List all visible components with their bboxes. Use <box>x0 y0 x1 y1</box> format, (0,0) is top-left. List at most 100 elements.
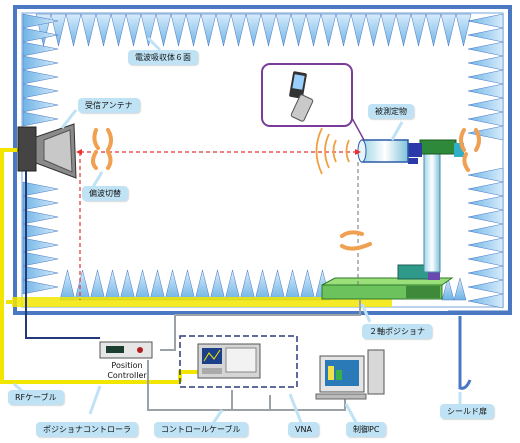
absorber-cone <box>467 195 504 211</box>
absorber-cone <box>80 13 97 47</box>
absorber-cone <box>467 251 504 267</box>
absorber-cone <box>467 111 504 127</box>
absorber-cone <box>467 69 504 85</box>
absorber-cone <box>65 13 82 47</box>
position-controller-label: Position Controller <box>98 361 156 381</box>
absorber-cone <box>467 83 504 99</box>
absorber-cone <box>22 251 59 267</box>
positioner-label: ２軸ポジショナ <box>362 324 432 339</box>
absorber-cone <box>245 13 262 47</box>
shield-door <box>458 316 472 390</box>
absorber-cone <box>125 13 142 47</box>
absorber-cone <box>22 13 59 29</box>
absorber-label: 電波吸収体６面 <box>128 50 198 65</box>
absorber-cone <box>50 13 67 47</box>
absorber-cone <box>350 13 367 47</box>
rotation-arrow-icon <box>91 128 113 170</box>
vna-instrument-icon <box>197 343 261 379</box>
absorber-cone <box>22 209 59 225</box>
vna-label: VNA <box>288 422 319 437</box>
absorber-cone <box>22 279 59 295</box>
absorber-cone <box>441 277 455 301</box>
absorber-cone <box>230 13 247 47</box>
position-controller-line1: Position <box>111 361 143 370</box>
rf-cable-floor-run <box>12 297 392 307</box>
absorber-cone <box>305 13 322 47</box>
absorber-cone <box>170 13 187 47</box>
absorber-cone <box>22 181 59 197</box>
absorber-cone <box>380 13 397 47</box>
absorber-cone <box>22 27 59 43</box>
absorber-cone <box>467 265 504 281</box>
absorbers-bottom <box>59 269 467 301</box>
absorber-cone <box>467 13 504 29</box>
absorber-cone <box>395 13 412 47</box>
mobile-phone-icon <box>289 71 314 122</box>
control-cable <box>147 360 271 411</box>
absorber-cone <box>155 13 172 47</box>
absorber-cone <box>335 13 352 47</box>
desktop-pc-icon <box>315 349 385 400</box>
absorber-cone <box>467 41 504 57</box>
absorber-cone <box>467 97 504 113</box>
absorbers-left <box>22 13 59 295</box>
absorber-cone <box>467 181 504 197</box>
position-controller-line2: Controller <box>107 371 147 380</box>
rotation-arrow-icon <box>340 230 372 251</box>
dut-cylinder <box>361 139 409 163</box>
absorber-cone <box>95 13 112 47</box>
absorber-cone <box>467 293 504 309</box>
absorber-cone <box>22 265 59 281</box>
positioner-mast <box>423 151 441 273</box>
polarization-label: 偏波切替 <box>82 186 128 201</box>
absorber-cone <box>467 279 504 295</box>
shield-door-label: シールド扉 <box>440 404 494 419</box>
absorber-cone <box>110 13 127 47</box>
controller-cable <box>25 160 100 339</box>
mast-head <box>419 139 457 155</box>
absorber-cone <box>467 55 504 71</box>
dut-label: 被測定物 <box>368 104 414 119</box>
absorber-cone <box>22 55 59 71</box>
absorber-cone <box>467 223 504 239</box>
dut-callout <box>261 63 365 141</box>
absorber-cone <box>453 277 467 301</box>
absorber-cone <box>425 13 442 47</box>
absorber-cone <box>320 13 337 47</box>
absorber-cone <box>440 13 457 47</box>
absorbers-right <box>467 13 504 309</box>
absorber-cone <box>22 97 59 113</box>
absorber-cone <box>260 13 277 47</box>
absorber-cone <box>290 13 307 47</box>
absorber-cone <box>467 167 504 183</box>
absorber-cone <box>365 13 382 47</box>
rotation-arrow-icon <box>459 128 481 172</box>
absorber-cone <box>22 41 59 57</box>
absorber-cone <box>215 13 232 47</box>
absorber-cone <box>22 237 59 253</box>
controller-box-icon <box>99 341 153 359</box>
radio-wave-icon <box>315 127 350 175</box>
absorber-cone <box>455 13 472 47</box>
absorber-cone <box>467 237 504 253</box>
absorber-cone <box>185 13 202 47</box>
absorber-cone <box>275 13 292 47</box>
absorber-cone <box>410 13 427 47</box>
absorber-cone <box>140 13 157 47</box>
rx-antenna-label: 受信アンテナ <box>78 98 140 113</box>
absorbers-top <box>35 13 472 47</box>
horn-antenna-icon <box>17 123 77 179</box>
absorber-cone <box>22 69 59 85</box>
positioner-controller-label: ポジショナコントローラ <box>36 422 138 437</box>
absorber-cone <box>22 83 59 99</box>
absorber-cone <box>22 195 59 211</box>
rf-cable-label: RFケーブル <box>8 390 64 405</box>
vna-group <box>179 335 298 388</box>
absorber-cone <box>467 27 504 43</box>
absorber-cone <box>22 111 59 127</box>
control-pc-label: 制御PC <box>346 422 387 437</box>
absorber-cone <box>467 125 504 141</box>
control-cable-label: コントロールケーブル <box>154 422 248 437</box>
